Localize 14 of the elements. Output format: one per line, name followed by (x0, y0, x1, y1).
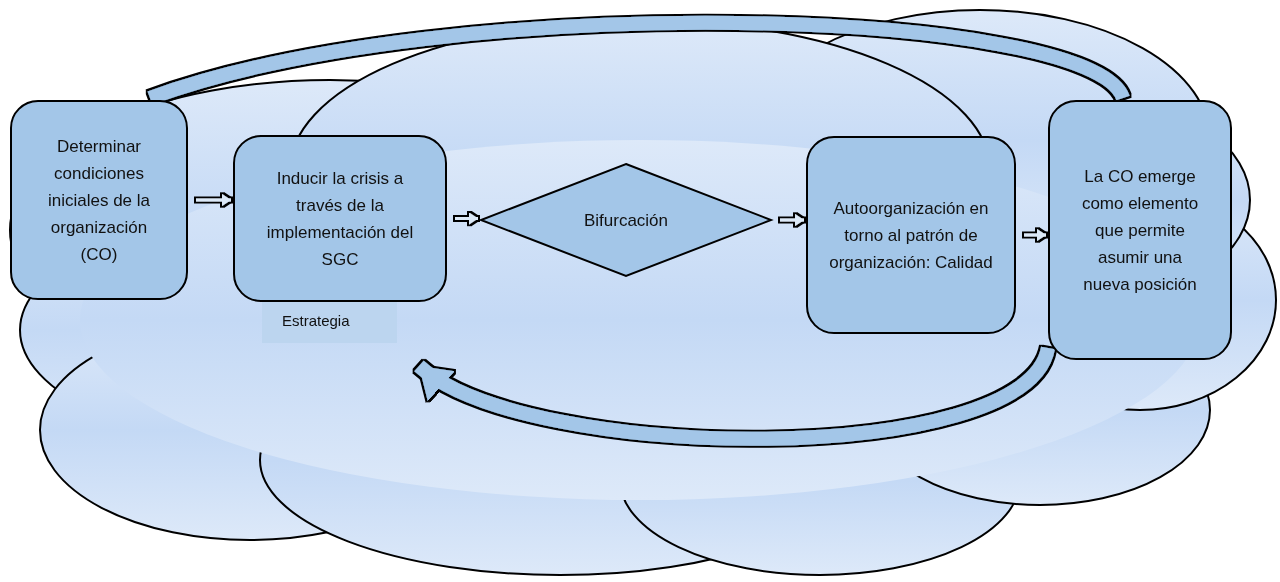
node-text: Determinar condiciones iniciales de la organización (CO) (46, 135, 152, 266)
node-text: Autoorganización en torno al patrón de organización: Calidad (828, 197, 994, 274)
arrow (780, 214, 804, 226)
node-text: Inducir la crisis a través de la implementación del SGC (265, 167, 415, 271)
node-text: La CO emerge como elemento que permite asumir una nueva posición (1080, 165, 1200, 296)
process-box (1048, 100, 1232, 360)
process-box (10, 100, 188, 300)
process-box (233, 135, 447, 302)
side-label: Estrategia (262, 302, 397, 343)
process-box (806, 136, 1016, 334)
decision-diamond (480, 163, 772, 277)
arrow (1024, 229, 1046, 241)
arrow (455, 212, 478, 225)
node-text: Bifurcación (583, 209, 669, 232)
